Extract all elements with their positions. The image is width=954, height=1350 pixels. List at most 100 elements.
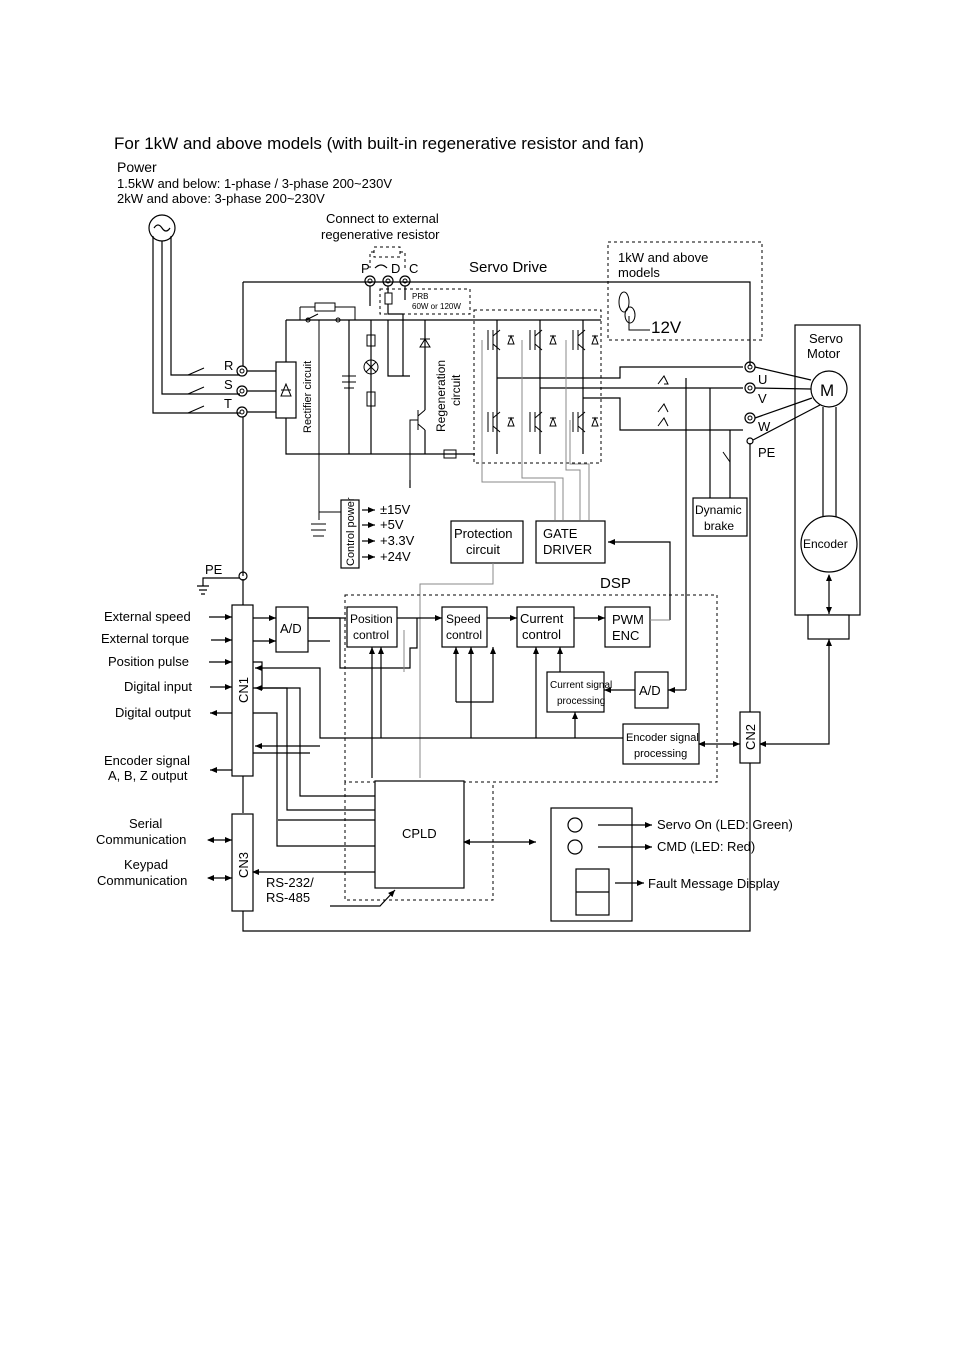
encoder-icon — [800, 515, 858, 573]
speed-control-line2: control — [446, 628, 482, 642]
terminal-r: R — [224, 358, 233, 373]
cn1-encoder-out-line1: Encoder signal — [104, 753, 190, 768]
control-power-out-2: +5V — [380, 517, 404, 532]
servo-on-label: Servo On (LED: Green) — [657, 817, 793, 832]
protection-circuit-box — [450, 520, 524, 564]
encoder-signal-line2: processing — [634, 748, 687, 760]
position-control-line2: control — [353, 628, 389, 642]
external-resistor-icon — [373, 246, 401, 258]
cn3-rs-line2: RS-485 — [266, 890, 310, 905]
dsp-box — [344, 594, 718, 783]
left-ad-box — [275, 606, 309, 653]
cn1-encoder-out-line2: A, B, Z output — [108, 768, 188, 783]
fan-voltage: 12V — [651, 318, 682, 337]
dynamic-brake-line1: Dynamic — [695, 503, 742, 517]
display-panel — [550, 807, 633, 922]
dynamic-brake-line2: brake — [704, 519, 734, 533]
power-label: Power — [117, 159, 157, 175]
cn3-connector — [231, 813, 254, 912]
current-signal-box — [546, 671, 605, 713]
terminal-pe-motor: PE — [758, 445, 776, 460]
fan-box-line1: 1kW and above — [618, 250, 708, 265]
cmd-label: CMD (LED: Red) — [657, 839, 755, 854]
dsp-label: DSP — [600, 575, 631, 592]
servo-drive-outline — [242, 281, 751, 932]
control-power-out-4: +24V — [380, 549, 411, 564]
fan-icon — [618, 291, 650, 331]
cpld-box — [374, 780, 465, 889]
cn1-external-torque: External torque — [101, 631, 189, 646]
servo-motor-line1: Servo — [809, 331, 843, 346]
cn1-external-speed: External speed — [104, 609, 191, 624]
cpld-label: CPLD — [402, 826, 437, 841]
cn3-keypad-line1: Keypad — [124, 857, 168, 872]
terminal-s: S — [224, 377, 233, 392]
current-signal-line1: Current signal — [550, 680, 612, 691]
current-control-line1: Current — [520, 611, 564, 626]
inverter-box — [473, 309, 602, 464]
prb-resistor-box — [379, 288, 471, 315]
servo-on-led-icon — [567, 817, 583, 833]
terminal-pe-left: PE — [205, 562, 223, 577]
regeneration-label-1: Regeneration — [434, 360, 448, 432]
power-spec-2: 2kW and above: 3-phase 200~230V — [117, 191, 325, 206]
cn1-digital-input: Digital input — [124, 679, 192, 694]
fault-display-label: Fault Message Display — [648, 876, 780, 891]
uvw-terminal-icons — [744, 361, 756, 445]
terminal-d: D — [391, 261, 400, 276]
pwm-enc-box — [604, 606, 651, 648]
position-control-line1: Position — [350, 612, 393, 626]
current-signal-line2: processing — [557, 696, 605, 707]
speed-control-line1: Speed — [446, 612, 481, 626]
current-control-line2: control — [522, 627, 561, 642]
cn1-position-pulse: Position pulse — [108, 654, 189, 669]
gate-driver-line1: GATE — [543, 526, 578, 541]
pdc-terminal-icons — [364, 275, 411, 287]
cn2-label: CN2 — [743, 724, 758, 750]
encoder-signal-line1: Encoder signal — [626, 732, 699, 744]
control-power-box — [340, 499, 360, 569]
cn3-label: CN3 — [236, 852, 251, 878]
dynamic-brake-box — [692, 497, 748, 537]
regeneration-label-2: circuit — [449, 374, 463, 406]
position-control-box — [346, 606, 398, 648]
terminal-u: U — [758, 372, 767, 387]
power-spec-1: 1.5kW and below: 1-phase / 3-phase 200~2… — [117, 176, 392, 191]
cn3-serial-line2: Communication — [96, 832, 186, 847]
motor-m: M — [820, 381, 834, 400]
rectifier-label: Rectifier circuit — [302, 361, 314, 433]
prb-line2: 60W or 120W — [412, 302, 461, 311]
control-power-out-1: ±15V — [380, 502, 411, 517]
cn3-keypad-line2: Communication — [97, 873, 187, 888]
igbt-icons — [487, 329, 599, 433]
cn1-connector — [231, 604, 254, 777]
cn3-serial-line1: Serial — [129, 816, 162, 831]
left-ad-label: A/D — [280, 621, 302, 636]
dsp-ad-box — [634, 671, 669, 709]
pwm-line1: PWM — [612, 612, 644, 627]
pwm-line2: ENC — [612, 628, 639, 643]
current-control-box — [516, 606, 575, 648]
ext-resistor-line2: regenerative resistor — [321, 227, 440, 242]
diagram-title: For 1kW and above models (with built-in … — [114, 134, 644, 153]
terminal-v: V — [758, 391, 767, 406]
prb-line1: PRB — [412, 292, 428, 301]
encoder-label: Encoder — [803, 537, 848, 551]
cn2-connector — [739, 711, 761, 764]
gate-driver-box — [535, 520, 606, 564]
protection-line1: Protection — [454, 526, 513, 541]
ext-resistor-line1: Connect to external — [326, 211, 439, 226]
terminal-c: C — [409, 261, 418, 276]
encoder-connector — [807, 614, 850, 640]
cn3-rs-line1: RS-232/ — [266, 875, 314, 890]
terminal-t: T — [224, 396, 232, 411]
dsp-ad-label: A/D — [639, 683, 661, 698]
seven-segment-display-icon — [575, 868, 610, 916]
cn1-label: CN1 — [236, 677, 251, 703]
speed-control-box — [441, 606, 488, 648]
cmd-led-icon — [567, 839, 583, 855]
terminal-w: W — [758, 419, 771, 434]
encoder-signal-box — [622, 723, 700, 765]
terminal-p: P — [361, 261, 370, 276]
